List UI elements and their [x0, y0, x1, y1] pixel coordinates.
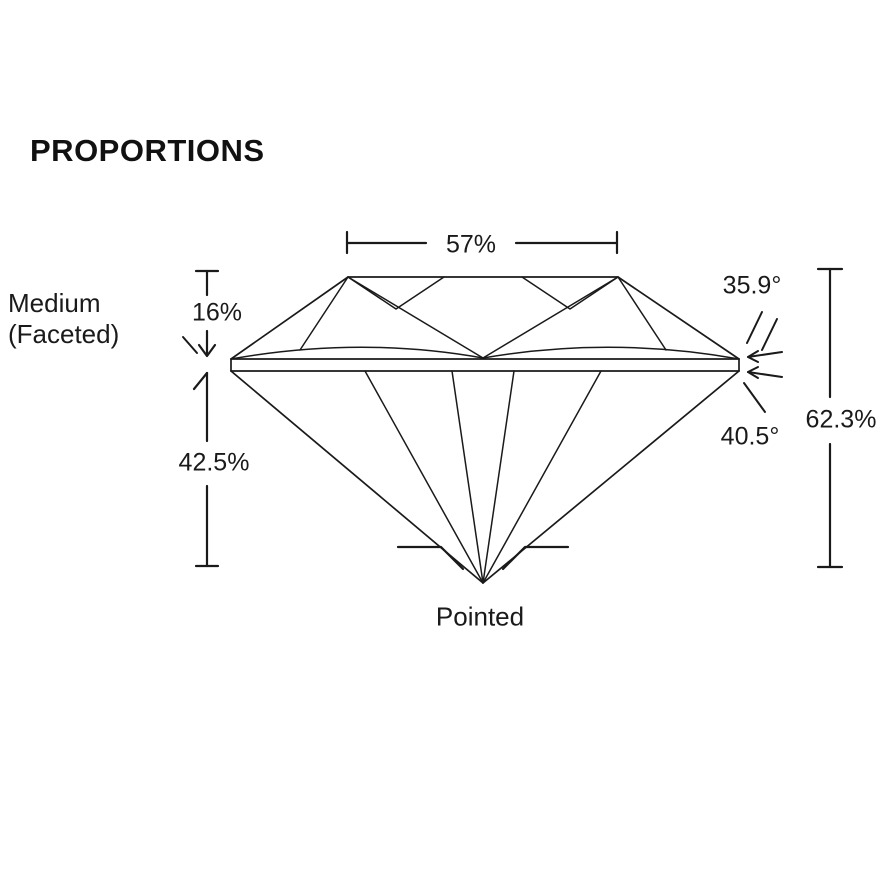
pavilion-dim-arrow	[192, 371, 209, 391]
crown-main-facet-right	[482, 276, 619, 359]
girdle-label-line2: (Faceted)	[8, 318, 120, 349]
crown-facet-lines	[230, 276, 740, 360]
girdle-arrow-top-head	[747, 350, 759, 363]
culet-label: Pointed	[435, 601, 525, 632]
total-depth-label: 62.3%	[805, 405, 877, 434]
crown-slope-left	[230, 276, 349, 360]
crown-slope-right	[617, 276, 740, 360]
girdle-label: Medium (Faceted)	[8, 288, 119, 349]
crown-height-label: 16%	[191, 298, 243, 327]
girdle-arrow-bottom-shaft	[747, 371, 783, 378]
girdle-arrow-bottom-head	[747, 366, 759, 379]
crown-height-dimension	[194, 269, 220, 358]
page-title: PROPORTIONS	[30, 133, 265, 168]
culet-bracket-right	[501, 545, 570, 571]
total-depth-dimension	[816, 267, 844, 569]
pavilion-angle-tick	[743, 382, 766, 413]
pavilion-main-left	[364, 370, 484, 584]
pavilion-main-right	[482, 370, 602, 584]
girdle-leader	[182, 336, 198, 354]
diamond-outline	[230, 276, 740, 584]
girdle-label-line1: Medium	[8, 288, 101, 318]
bezel-facet-left	[299, 276, 349, 351]
star-facet-left	[347, 276, 445, 310]
pavilion-depth-dimension	[192, 371, 220, 568]
upper-girdle-facet-left	[230, 346, 484, 360]
culet-bracket	[396, 545, 570, 571]
pavilion-center-right	[482, 370, 515, 584]
upper-girdle-facet-right	[482, 346, 740, 360]
crown-angle-label: 35.9°	[722, 271, 782, 300]
table-width-label: 57%	[445, 230, 497, 259]
girdle-arrow-top-shaft	[747, 351, 783, 358]
pavilion-angle-label: 40.5°	[720, 422, 780, 451]
girdle-thickness-arrows	[747, 350, 783, 379]
pavilion-center-left	[451, 370, 484, 584]
bezel-facet-right	[617, 276, 667, 351]
pavilion-depth-label: 42.5%	[178, 448, 250, 477]
crown-angle-leader	[746, 311, 778, 351]
pavilion-facet-lines	[364, 370, 602, 584]
crown-angle-tick-1	[746, 311, 763, 344]
star-facet-right	[521, 276, 619, 310]
girdle-leader-line	[182, 336, 198, 354]
crown-angle-tick-2	[761, 318, 778, 351]
crown-dim-arrowhead	[197, 343, 217, 358]
culet-bracket-left	[396, 545, 465, 571]
table-width-dimension	[345, 230, 619, 255]
crown-main-facet-left	[347, 276, 484, 359]
pavilion-angle-leader	[743, 382, 766, 413]
